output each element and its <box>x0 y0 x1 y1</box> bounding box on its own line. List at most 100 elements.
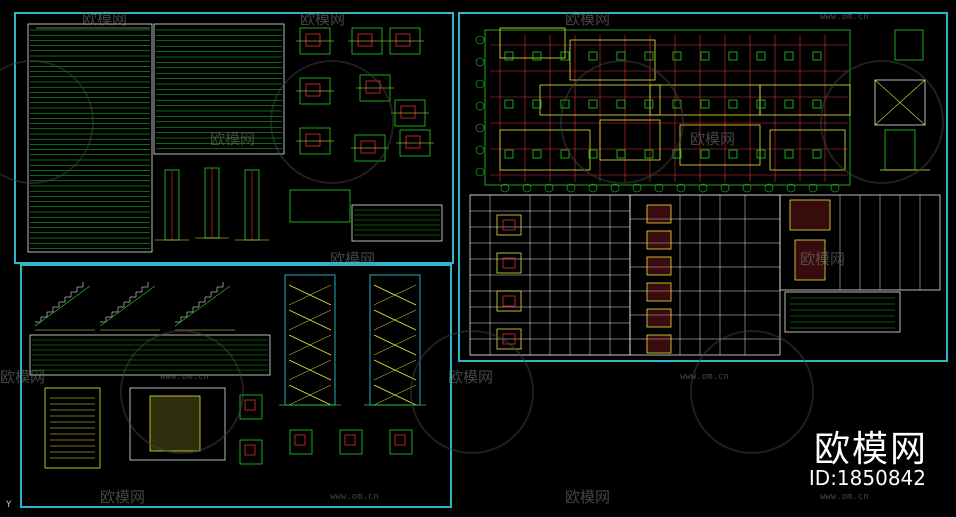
watermark-url: www.om.cn <box>820 492 869 502</box>
watermark-ring <box>120 330 244 454</box>
watermark-logo: 欧模网 <box>565 10 611 28</box>
footing-icon <box>496 214 522 236</box>
watermark-logo: 欧模网 <box>690 130 736 148</box>
footing-icon <box>646 230 672 250</box>
watermark-logo: 欧模网 <box>448 368 494 386</box>
column-footing <box>644 51 654 61</box>
column-footing <box>532 99 542 109</box>
axis-bubble <box>720 183 730 193</box>
stair-slab <box>34 285 91 327</box>
watermark-url: www.om.cn <box>820 12 869 22</box>
footing-icon <box>646 308 672 328</box>
watermark-logo: 欧模网 <box>800 250 846 268</box>
stair-flight <box>373 384 417 406</box>
small-detail-rebar <box>394 434 406 446</box>
axis-bubble <box>830 183 840 193</box>
footing-beam <box>499 27 566 59</box>
notes-box <box>784 291 901 333</box>
column-footing <box>756 149 766 159</box>
axis-bubble <box>500 183 510 193</box>
stair-slab <box>99 285 156 327</box>
column-footing <box>756 51 766 61</box>
stair-flight <box>288 384 332 406</box>
axis-bubble <box>475 79 485 89</box>
footing-icon <box>646 334 672 354</box>
axis-bubble <box>632 183 642 193</box>
small-detail-rebar <box>344 434 356 446</box>
small-stair-detail <box>339 429 363 455</box>
column-footing <box>784 51 794 61</box>
rebar-schedule <box>351 204 443 242</box>
footing-icon-inner <box>502 257 516 269</box>
axis-bubble <box>588 183 598 193</box>
column-footing <box>672 51 682 61</box>
column-footing <box>700 149 710 159</box>
axis-bubble <box>764 183 774 193</box>
axis-bubble <box>808 183 818 193</box>
watermark-logo: 欧模网 <box>100 488 146 506</box>
detail-rebar <box>395 33 411 47</box>
axis-bubble <box>475 123 485 133</box>
axis-bubble <box>742 183 752 193</box>
axis-bubble <box>544 183 554 193</box>
stair-flight <box>373 359 417 381</box>
axis-bubble <box>475 167 485 177</box>
stair-flight <box>288 334 332 356</box>
column-footing <box>728 51 738 61</box>
footing-icon <box>646 256 672 276</box>
footing-icon-inner <box>502 219 516 231</box>
stair-flight <box>288 284 332 306</box>
axis-bubble <box>654 183 664 193</box>
stair-plan <box>44 387 101 469</box>
column-footing <box>532 51 542 61</box>
footing-icon-inner <box>502 295 516 307</box>
column-footing <box>560 51 570 61</box>
detail-rebar <box>305 33 321 47</box>
watermark-ring <box>560 60 684 184</box>
column-footing <box>504 51 514 61</box>
footing-icon <box>789 199 831 231</box>
watermark-ring <box>820 60 944 184</box>
axis-bubble <box>475 57 485 67</box>
axis-bubble <box>475 101 485 111</box>
brand-logo-text: 欧模网 <box>813 429 928 470</box>
column-footing <box>728 99 738 109</box>
axis-bubble <box>566 183 576 193</box>
small-detail-rebar <box>244 399 256 411</box>
small-detail-rebar <box>294 434 306 446</box>
footing-icon <box>496 290 522 312</box>
watermark-url: www.om.cn <box>330 492 379 502</box>
axis-bubble <box>676 183 686 193</box>
axis-bubble <box>475 145 485 155</box>
stair-flight <box>288 359 332 381</box>
column-footing <box>728 149 738 159</box>
small-detail-rebar <box>244 444 256 456</box>
watermark-ring <box>410 330 534 454</box>
column-footing <box>756 99 766 109</box>
column-footing <box>812 149 822 159</box>
watermark-logo: 欧模网 <box>210 130 256 148</box>
column-footing <box>588 51 598 61</box>
column-footing <box>504 99 514 109</box>
column-footing <box>700 99 710 109</box>
detail-rebar <box>405 135 421 149</box>
column-footing <box>504 149 514 159</box>
ucs-icon: Y <box>6 500 12 510</box>
stair-flight <box>373 309 417 331</box>
watermark-logo: 欧模网 <box>300 10 346 28</box>
footing-icon <box>496 252 522 274</box>
axis-bubble <box>475 35 485 45</box>
axis-bubble <box>698 183 708 193</box>
column-footing <box>812 51 822 61</box>
watermark-logo: 欧模网 <box>565 488 611 506</box>
watermark-ring <box>270 60 394 184</box>
column-footing <box>700 51 710 61</box>
stair-slab <box>174 285 231 327</box>
column-footing <box>784 99 794 109</box>
stair-flight <box>373 334 417 356</box>
axis-bubble <box>610 183 620 193</box>
footing-icon <box>794 239 826 281</box>
column-footing <box>812 99 822 109</box>
axis-bubble <box>522 183 532 193</box>
column-footing <box>616 51 626 61</box>
